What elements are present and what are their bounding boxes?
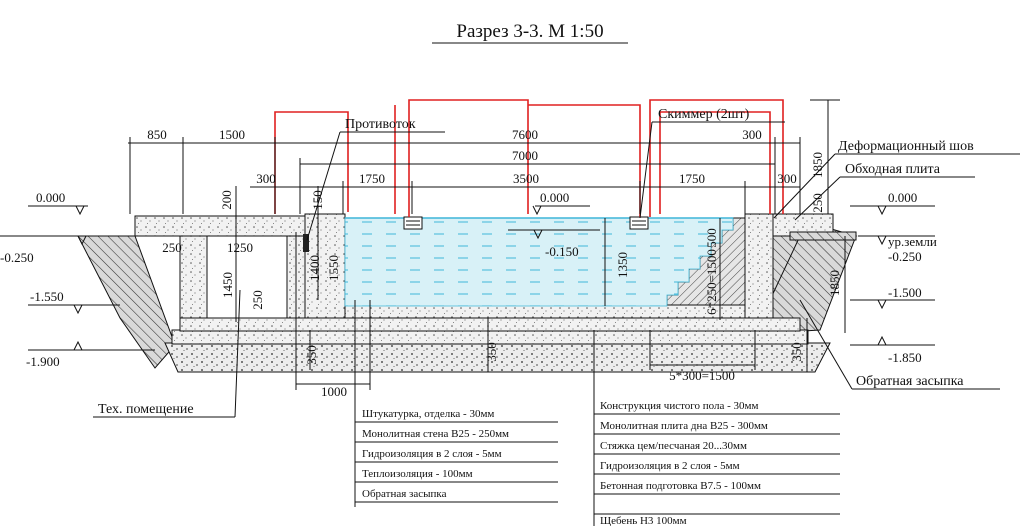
dim-200: 200: [219, 190, 234, 210]
callout-backfill: Обратная засыпка: [856, 374, 964, 389]
top-slab-left: [134, 215, 311, 237]
dim-350-left: 350: [304, 345, 319, 365]
level-155-left: -1.550: [30, 289, 64, 304]
drawing-title: Разрез 3-3. М 1:50: [456, 21, 603, 42]
callout-counterflow: Противоток: [345, 117, 416, 132]
counterflow-nozzle: [303, 234, 309, 252]
floor-layer-6: Щебень Н3 100мм: [600, 515, 687, 526]
floor-layer-4: Гидроизоляция в 2 слоя - 5мм: [600, 460, 740, 472]
dim-300-right: 300: [777, 171, 797, 186]
soil-left: [77, 235, 176, 369]
dim-1850-right: 1850: [827, 270, 842, 296]
dim-1350: 1350: [615, 252, 630, 278]
dim-1450: 1450: [220, 272, 235, 298]
wall-layer-2: Монолитная стена В25 - 250мм: [362, 428, 509, 440]
wall-layer-4: Теплоизоляция - 100мм: [362, 468, 473, 480]
pool-water: [344, 217, 734, 307]
level-185-right: -1.850: [888, 350, 922, 365]
dimension-texts: 850 1500 7600 300 7000 300 1750 3500 175…: [147, 127, 842, 399]
dim-1000: 1000: [321, 384, 347, 399]
dim-1750-left: 1750: [359, 171, 385, 186]
level-015: -0.150: [545, 244, 579, 259]
dim-7000: 7000: [512, 148, 538, 163]
dim-1400: 1400: [307, 255, 322, 281]
dim-6x250: 6*250=1500: [704, 249, 719, 315]
deck-right-top: [789, 231, 857, 241]
dim-1500: 1500: [219, 127, 245, 142]
callout-tech-room: Тех. помещение: [98, 402, 194, 417]
floor-layer-5: Бетонная подготовка В7.5 - 100мм: [600, 480, 761, 492]
wall-layer-1: Штукатурка, отделка - 30мм: [362, 408, 494, 420]
dim-300-left: 300: [256, 171, 276, 186]
level-150-right: -1.500: [888, 285, 922, 300]
dim-1250: 1250: [227, 240, 253, 255]
floor-layer-1: Конструкция чистого пола - 30мм: [600, 400, 758, 412]
callout-expansion-joint: Деформационный шов: [838, 139, 974, 154]
callout-skimmer: Скиммер (2шт): [658, 107, 750, 122]
wall-layer-table: Штукатурка, отделка - 30мм Монолитная ст…: [354, 300, 558, 507]
dim-250-wall: 250: [162, 240, 182, 255]
concrete-prep: [171, 329, 809, 345]
level-0-right: 0.000: [888, 190, 917, 205]
level-0-left: 0.000: [36, 190, 65, 205]
tech-room-interior: [206, 233, 288, 319]
pool-wall-left: [304, 213, 346, 319]
floor-layer-2: Монолитная плита дна В25 - 300мм: [600, 420, 768, 432]
dim-1550: 1550: [326, 255, 341, 281]
dim-500: 500: [704, 228, 719, 248]
dim-350-right: 350: [789, 342, 804, 362]
floor-layer-3: Стяжка цем/песчаная 20...30мм: [600, 440, 747, 452]
dimensions: [128, 99, 846, 390]
dim-250-bottom: 250: [250, 290, 265, 310]
callouts: Противоток Скиммер (2шт) Деформационный …: [93, 107, 1020, 418]
dim-3500: 3500: [513, 171, 539, 186]
wall-layer-3: Гидроизоляция в 2 слоя - 5мм: [362, 448, 502, 460]
level-025-right: -0.250: [888, 249, 922, 264]
skimmer-right: [629, 216, 649, 230]
dim-150: 150: [310, 190, 325, 210]
dim-300-top: 300: [742, 127, 762, 142]
level-025-left: -0.250: [0, 250, 34, 265]
level-190-left: -1.900: [26, 354, 60, 369]
dim-350-mid: 350: [484, 342, 499, 362]
dim-1850-top: 1850: [810, 152, 825, 178]
dim-1750-right: 1750: [679, 171, 705, 186]
wall-layer-5: Обратная засыпка: [362, 488, 447, 500]
pool-floor: [344, 304, 746, 319]
dim-850: 850: [147, 127, 167, 142]
pool-wall-right: [744, 213, 774, 319]
level-marks: 0.000 -0.250 -1.550 -1.900 0.000 -0.150 …: [0, 190, 937, 369]
level-0-water: 0.000: [540, 190, 569, 205]
skimmer-left: [403, 216, 423, 230]
callout-bypass-slab: Обходная плита: [845, 162, 941, 177]
ground-level-label: ур.земли: [888, 234, 937, 249]
dim-5x300: 5*300=1500: [669, 368, 735, 383]
pipework: [274, 99, 784, 217]
bottom-slab: [179, 317, 801, 332]
dim-250-top: 250: [810, 193, 825, 213]
floor-layer-table: Конструкция чистого пола - 30мм Монолитн…: [593, 330, 840, 526]
dim-7600: 7600: [512, 127, 538, 142]
